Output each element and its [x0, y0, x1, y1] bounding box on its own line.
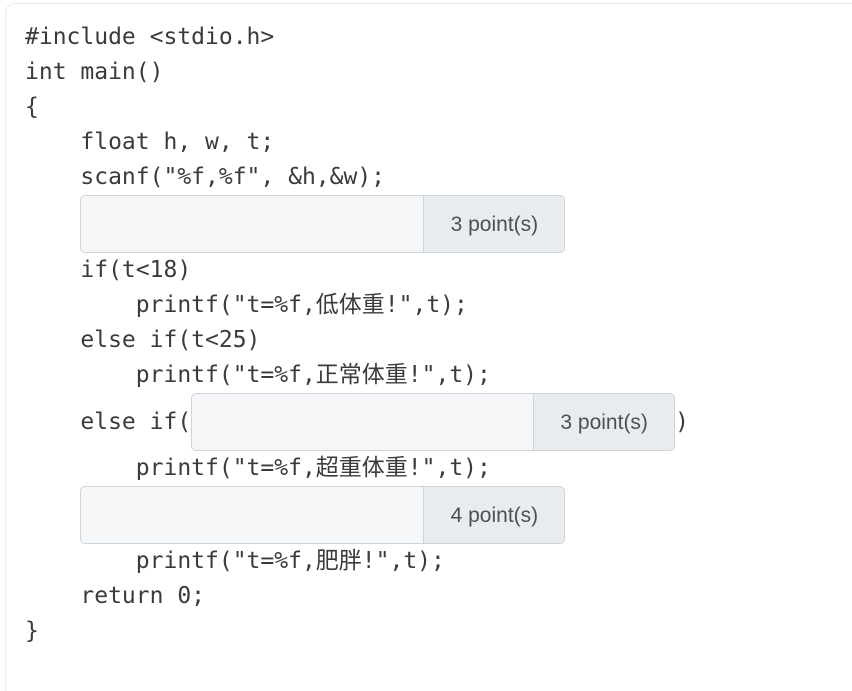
blank-trail-text: ) — [675, 408, 690, 435]
code-line: printf("t=%f,低体重!",t); — [25, 292, 468, 318]
code-line: int main() — [25, 59, 164, 85]
code-line: } — [25, 618, 39, 644]
blank-answer-input[interactable] — [80, 195, 424, 253]
code-line: if(t<18) — [25, 257, 192, 283]
blank-lead-text — [25, 498, 80, 533]
code-line-with-blank: 3 point(s) — [25, 195, 852, 253]
blank-answer-input[interactable] — [80, 486, 424, 544]
code-line: float h, w, t; — [25, 129, 275, 155]
blank-lead-text — [25, 207, 80, 242]
code-question-card: #include <stdio.h> int main() { float h, w… — [5, 3, 852, 691]
blank-answer-widget: 3 point(s) — [80, 195, 566, 253]
blank-points-label: 4 point(s) — [423, 486, 566, 544]
code-line-with-blank: 4 point(s) — [25, 486, 852, 544]
code-line: return 0; — [25, 583, 206, 609]
code-block: #include <stdio.h> int main() { float h, w… — [25, 20, 852, 649]
blank-points-label: 3 point(s) — [533, 393, 676, 451]
code-line: else if(t<25) — [25, 327, 261, 353]
code-line-with-blank: else if( 3 point(s)) — [25, 393, 852, 451]
blank-answer-widget: 3 point(s) — [191, 393, 676, 451]
blank-answer-input[interactable] — [191, 393, 534, 451]
blank-lead-text: else if( — [25, 408, 192, 435]
code-line: { — [25, 94, 39, 120]
blank-points-label: 3 point(s) — [423, 195, 566, 253]
code-line: printf("t=%f,肥胖!",t); — [25, 548, 445, 574]
code-line: #include <stdio.h> — [25, 24, 275, 50]
code-line: scanf("%f,%f", &h,&w); — [25, 164, 386, 190]
code-line: printf("t=%f,正常体重!",t); — [25, 362, 491, 388]
blank-answer-widget: 4 point(s) — [80, 486, 566, 544]
code-line: printf("t=%f,超重体重!",t); — [25, 455, 491, 481]
